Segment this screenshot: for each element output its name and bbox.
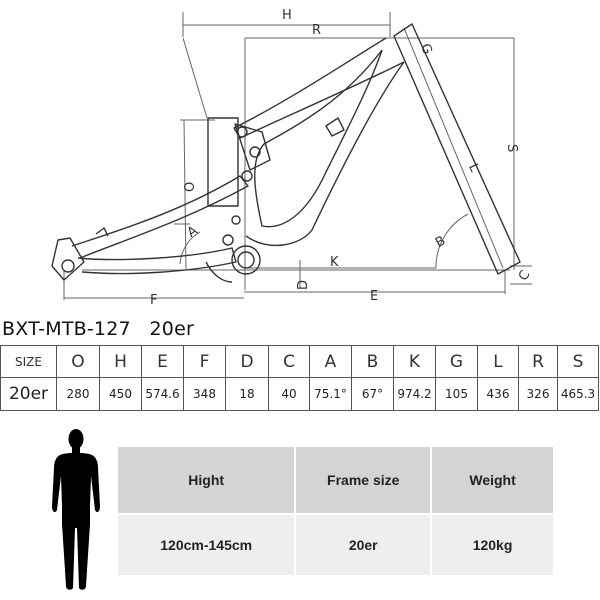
- value-cell-a: 75.1°: [309, 377, 352, 411]
- dim-label-c: C: [516, 268, 534, 283]
- header-cell-s: S: [557, 345, 599, 378]
- spec-value-frame-size: 20er: [294, 515, 430, 575]
- dim-label-r: R: [312, 23, 321, 38]
- dim-label-f: F: [150, 293, 157, 308]
- value-cell-d: 18: [225, 377, 269, 411]
- standing-person-silhouette-icon: [52, 429, 100, 590]
- dim-label-s: S: [504, 144, 519, 152]
- value-cell-f: 348: [183, 377, 226, 411]
- model-wheel-size: 20er: [149, 318, 194, 340]
- value-cell-size: 20er: [0, 377, 57, 411]
- spec-panel: Hight Frame size Weight 120cm-145cm 20er…: [118, 447, 553, 575]
- dim-label-b: B: [433, 233, 448, 250]
- header-cell-r: R: [518, 345, 558, 378]
- model-name: BXT-MTB-127: [2, 318, 131, 340]
- header-cell-b: B: [351, 345, 394, 378]
- value-cell-c: 40: [268, 377, 310, 411]
- dim-label-h: H: [282, 8, 292, 23]
- header-cell-h: H: [99, 345, 142, 378]
- value-cell-l: 436: [477, 377, 519, 411]
- value-cell-b: 67°: [351, 377, 394, 411]
- dim-label-e: E: [370, 289, 378, 304]
- dim-label-d: D: [296, 280, 311, 290]
- frame-geometry-diagram: H R G S L O A B K D F E C: [51, 8, 534, 308]
- geometry-table: SIZE O H E F D C A B K G L R S 20er 280 …: [0, 345, 599, 411]
- value-cell-s: 465.3: [557, 377, 599, 411]
- value-cell-r: 326: [518, 377, 558, 411]
- header-cell-c: C: [268, 345, 310, 378]
- dim-label-o: O: [183, 182, 198, 192]
- spec-header-height: Hight: [188, 472, 225, 488]
- header-cell-a: A: [309, 345, 352, 378]
- dim-label-k: K: [330, 255, 339, 270]
- value-cell-k: 974.2: [393, 377, 436, 411]
- dim-label-a: A: [185, 223, 201, 240]
- header-cell-l: L: [477, 345, 519, 378]
- spec-value-row: 120cm-145cm 20er 120kg: [118, 515, 553, 575]
- spec-header-weight: Weight: [430, 447, 553, 513]
- header-cell-f: F: [183, 345, 226, 378]
- value-cell-o: 280: [56, 377, 100, 411]
- value-cell-h: 450: [99, 377, 142, 411]
- dim-label-g: G: [417, 42, 435, 57]
- value-cell-e: 574.6: [141, 377, 184, 411]
- spec-header-row: Hight Frame size Weight: [118, 447, 553, 513]
- header-cell-k: K: [393, 345, 436, 378]
- spec-header-frame-size: Frame size: [294, 447, 430, 513]
- value-cell-g: 105: [435, 377, 478, 411]
- spec-value-weight: 120kg: [430, 515, 553, 575]
- model-title: BXT-MTB-127 20er: [2, 318, 194, 340]
- header-cell-size: SIZE: [0, 345, 57, 378]
- header-cell-g: G: [435, 345, 478, 378]
- spec-value-height: 120cm-145cm: [160, 537, 253, 553]
- header-cell-e: E: [141, 345, 184, 378]
- table-value-row: 20er 280 450 574.6 348 18 40 75.1° 67° 9…: [0, 377, 599, 411]
- table-header-row: SIZE O H E F D C A B K G L R S: [0, 345, 599, 378]
- header-cell-o: O: [56, 345, 100, 378]
- header-cell-d: D: [225, 345, 269, 378]
